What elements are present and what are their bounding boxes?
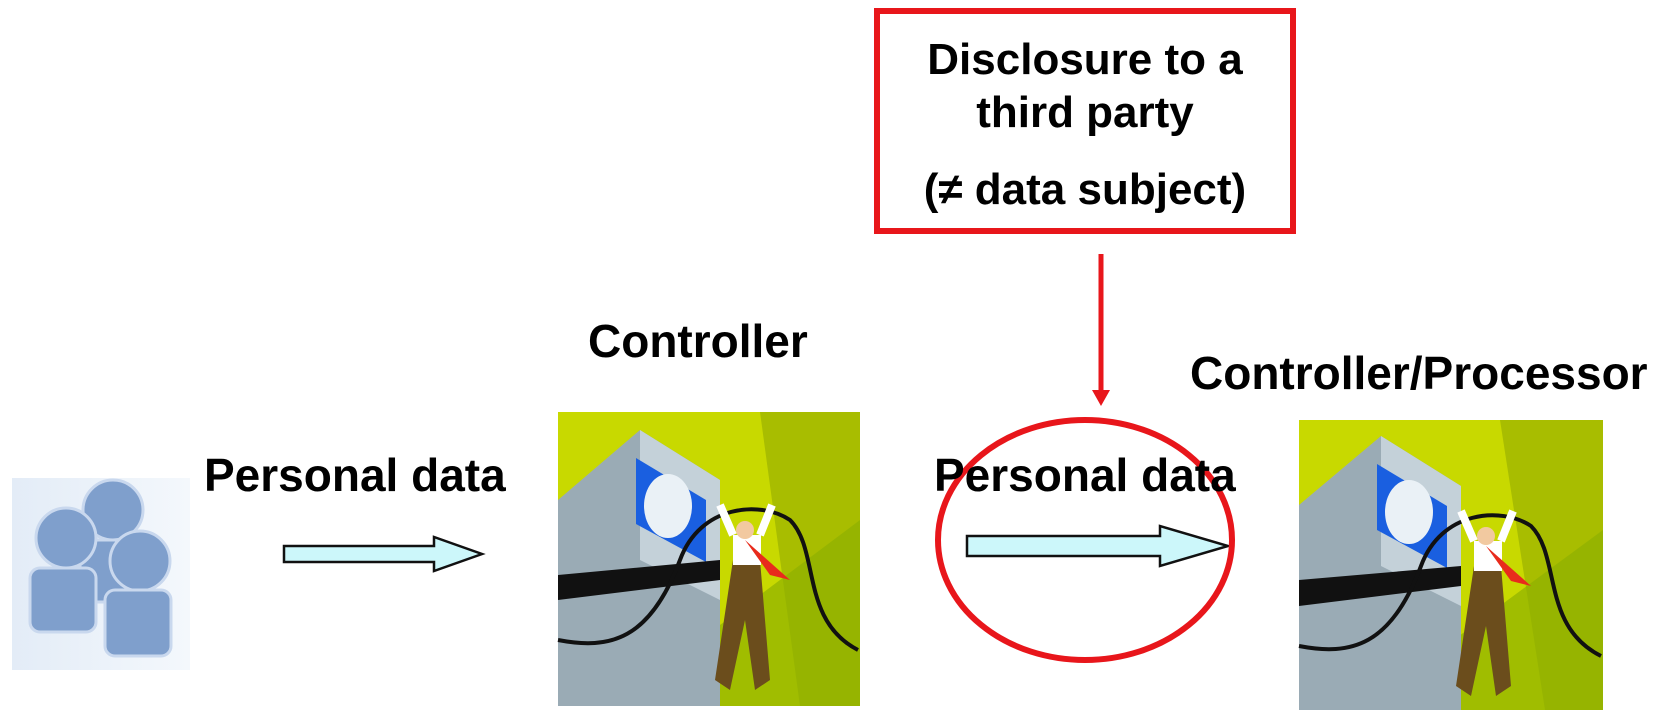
disclosure-box: Disclosure to a third party (≠ data subj… [874, 8, 1296, 234]
personal-data-label-1: Personal data [204, 449, 506, 501]
controller-label: Controller [588, 315, 808, 367]
disclosure-line-2: third party [976, 87, 1194, 137]
personal-data-label-2: Personal data [934, 449, 1236, 501]
disclosure-line-1: Disclosure to a [927, 35, 1243, 84]
disclosure-line-3: (≠ data subject) [923, 164, 1247, 214]
highlight-ellipse [935, 417, 1235, 663]
people-group-icon [12, 478, 190, 670]
flow-arrow-1 [282, 535, 486, 573]
controller-processor-label: Controller/Processor [1190, 347, 1648, 399]
processor-clipart [1298, 420, 1603, 710]
disclosure-arrow [1092, 254, 1110, 406]
flow-arrow-2 [965, 524, 1233, 568]
controller-clipart [557, 412, 860, 706]
